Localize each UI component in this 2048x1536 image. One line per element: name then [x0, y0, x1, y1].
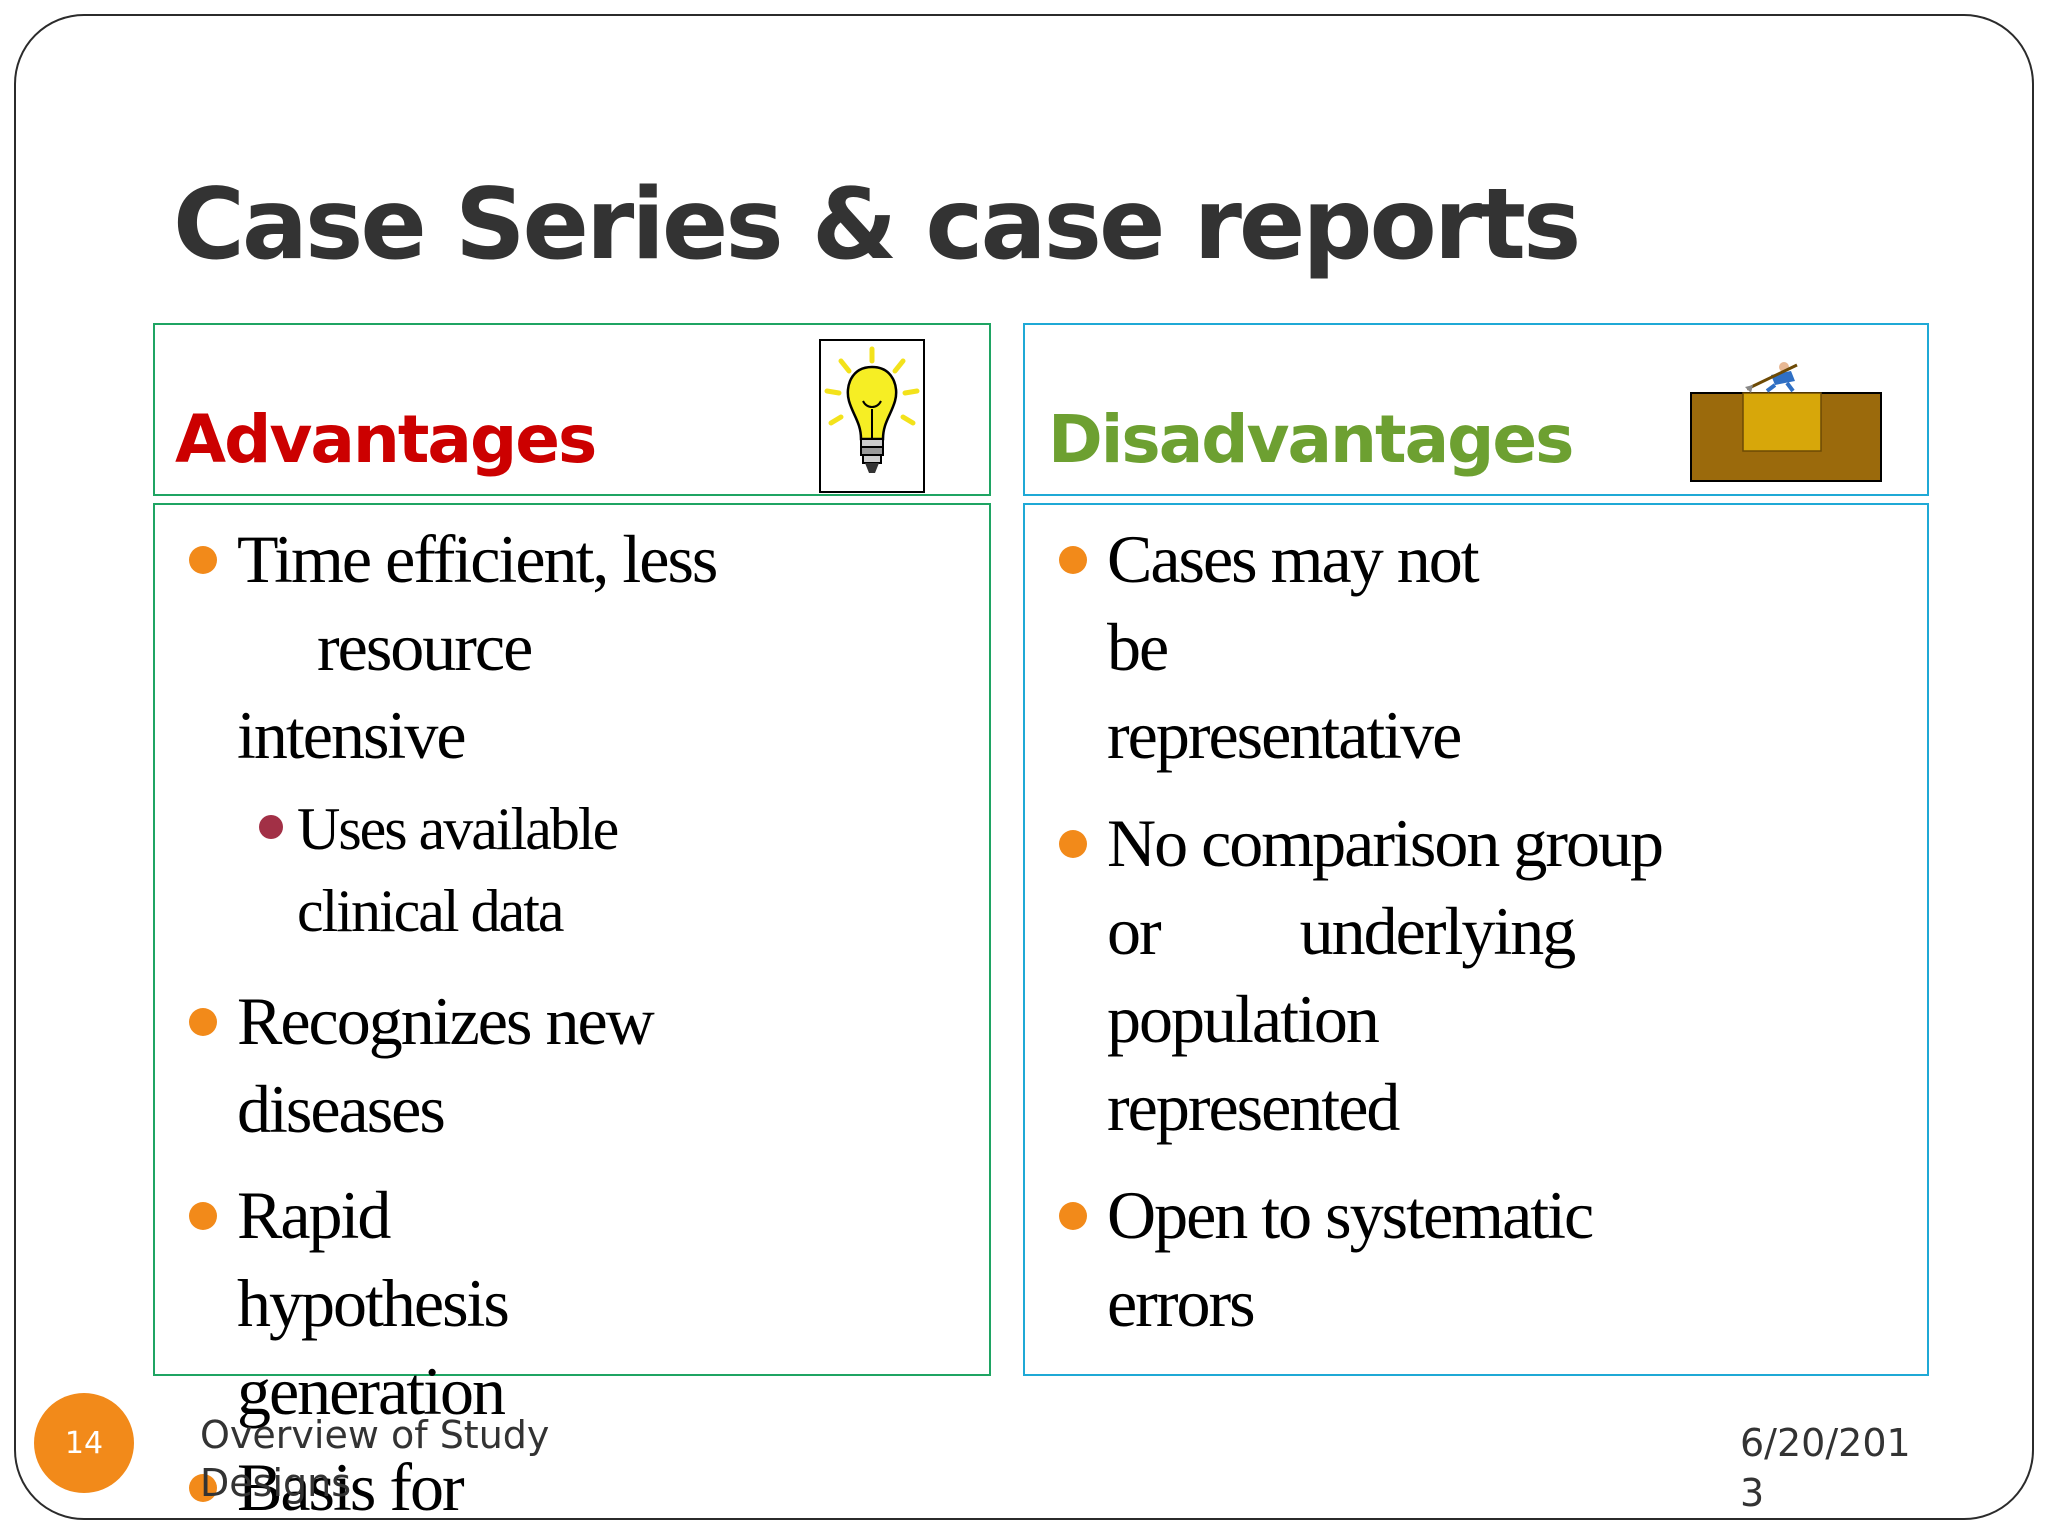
bullet-line: generation: [237, 1353, 506, 1429]
bullet-line: represented: [1107, 1069, 1400, 1145]
bullet-line: No comparison group: [1107, 805, 1664, 881]
bullet-word: underlying: [1299, 893, 1577, 969]
bullet-dot: [1059, 1202, 1087, 1230]
bullet-word: or: [1107, 893, 1162, 969]
disadvantages-heading: Disadvantages: [1048, 401, 1574, 478]
bullet-line: Open to systematic: [1107, 1177, 1594, 1253]
bullet-line: resource: [317, 609, 533, 685]
lightbulb-icon: [819, 339, 925, 493]
advantage-item-time-efficient: Time efficient, less resource intensive: [237, 515, 718, 779]
bullet-dot: [1059, 830, 1087, 858]
disadvantage-item-systematic-errors: Open to systematic errors: [1107, 1171, 1594, 1347]
bullet-line: diseases: [237, 1071, 446, 1147]
bullet-dot: [189, 1202, 217, 1230]
bullet-dot: [189, 546, 217, 574]
slide-title: Case Series & case reports: [173, 168, 1581, 282]
disadvantages-content-box: Cases may not be representative No compa…: [1023, 503, 1929, 1376]
bullet-dot: [1059, 546, 1087, 574]
bullet-line: population: [1107, 981, 1380, 1057]
bullet-dot: [189, 1008, 217, 1036]
bullet-line: clinical data: [297, 878, 565, 944]
advantages-header-box: Advantages: [153, 323, 991, 496]
bullet-line: Uses available: [297, 796, 619, 862]
bullet-line: be: [1107, 609, 1169, 685]
disadvantage-item-no-comparison: No comparison group or underlying populat…: [1107, 799, 1664, 1151]
advantages-content-box: Time efficient, less resource intensive …: [153, 503, 991, 1525]
bullet-line: Cases may not: [1107, 521, 1480, 597]
bullet-line: Time efficient, less: [237, 521, 718, 597]
sub-bullet-dot: [259, 815, 283, 839]
bullet-line: Basis for: [237, 1449, 465, 1525]
bullet-line: Recognizes new: [237, 983, 655, 1059]
advantage-item-new-diseases: Recognizes new diseases: [237, 977, 655, 1153]
bullet-line: errors: [1107, 1265, 1256, 1341]
bullet-line: representative: [1107, 697, 1462, 773]
advantage-item-hypothesis: Rapid hypothesis generation: [237, 1171, 510, 1435]
footer-title: Overview of Study Designs: [200, 1413, 550, 1505]
page-number-badge: 14: [34, 1393, 134, 1493]
advantage-item-basis-for: Basis for: [237, 1443, 465, 1531]
advantages-heading: Advantages: [175, 401, 597, 478]
bullet-line: hypothesis: [237, 1265, 510, 1341]
bullet-dot: [189, 1474, 217, 1502]
disadvantage-item-not-representative: Cases may not be representative: [1107, 515, 1480, 779]
bullet-line: Rapid: [237, 1177, 391, 1253]
bullet-line: intensive: [237, 697, 467, 773]
disadvantages-header-box: Disadvantages: [1023, 323, 1929, 496]
digging-worker-icon: [1690, 362, 1882, 482]
advantage-subitem-clinical-data: Uses available clinical data: [297, 788, 619, 952]
footer-date: 6/20/2013: [1740, 1421, 1911, 1515]
bullet-line: or underlying: [1107, 887, 1662, 975]
